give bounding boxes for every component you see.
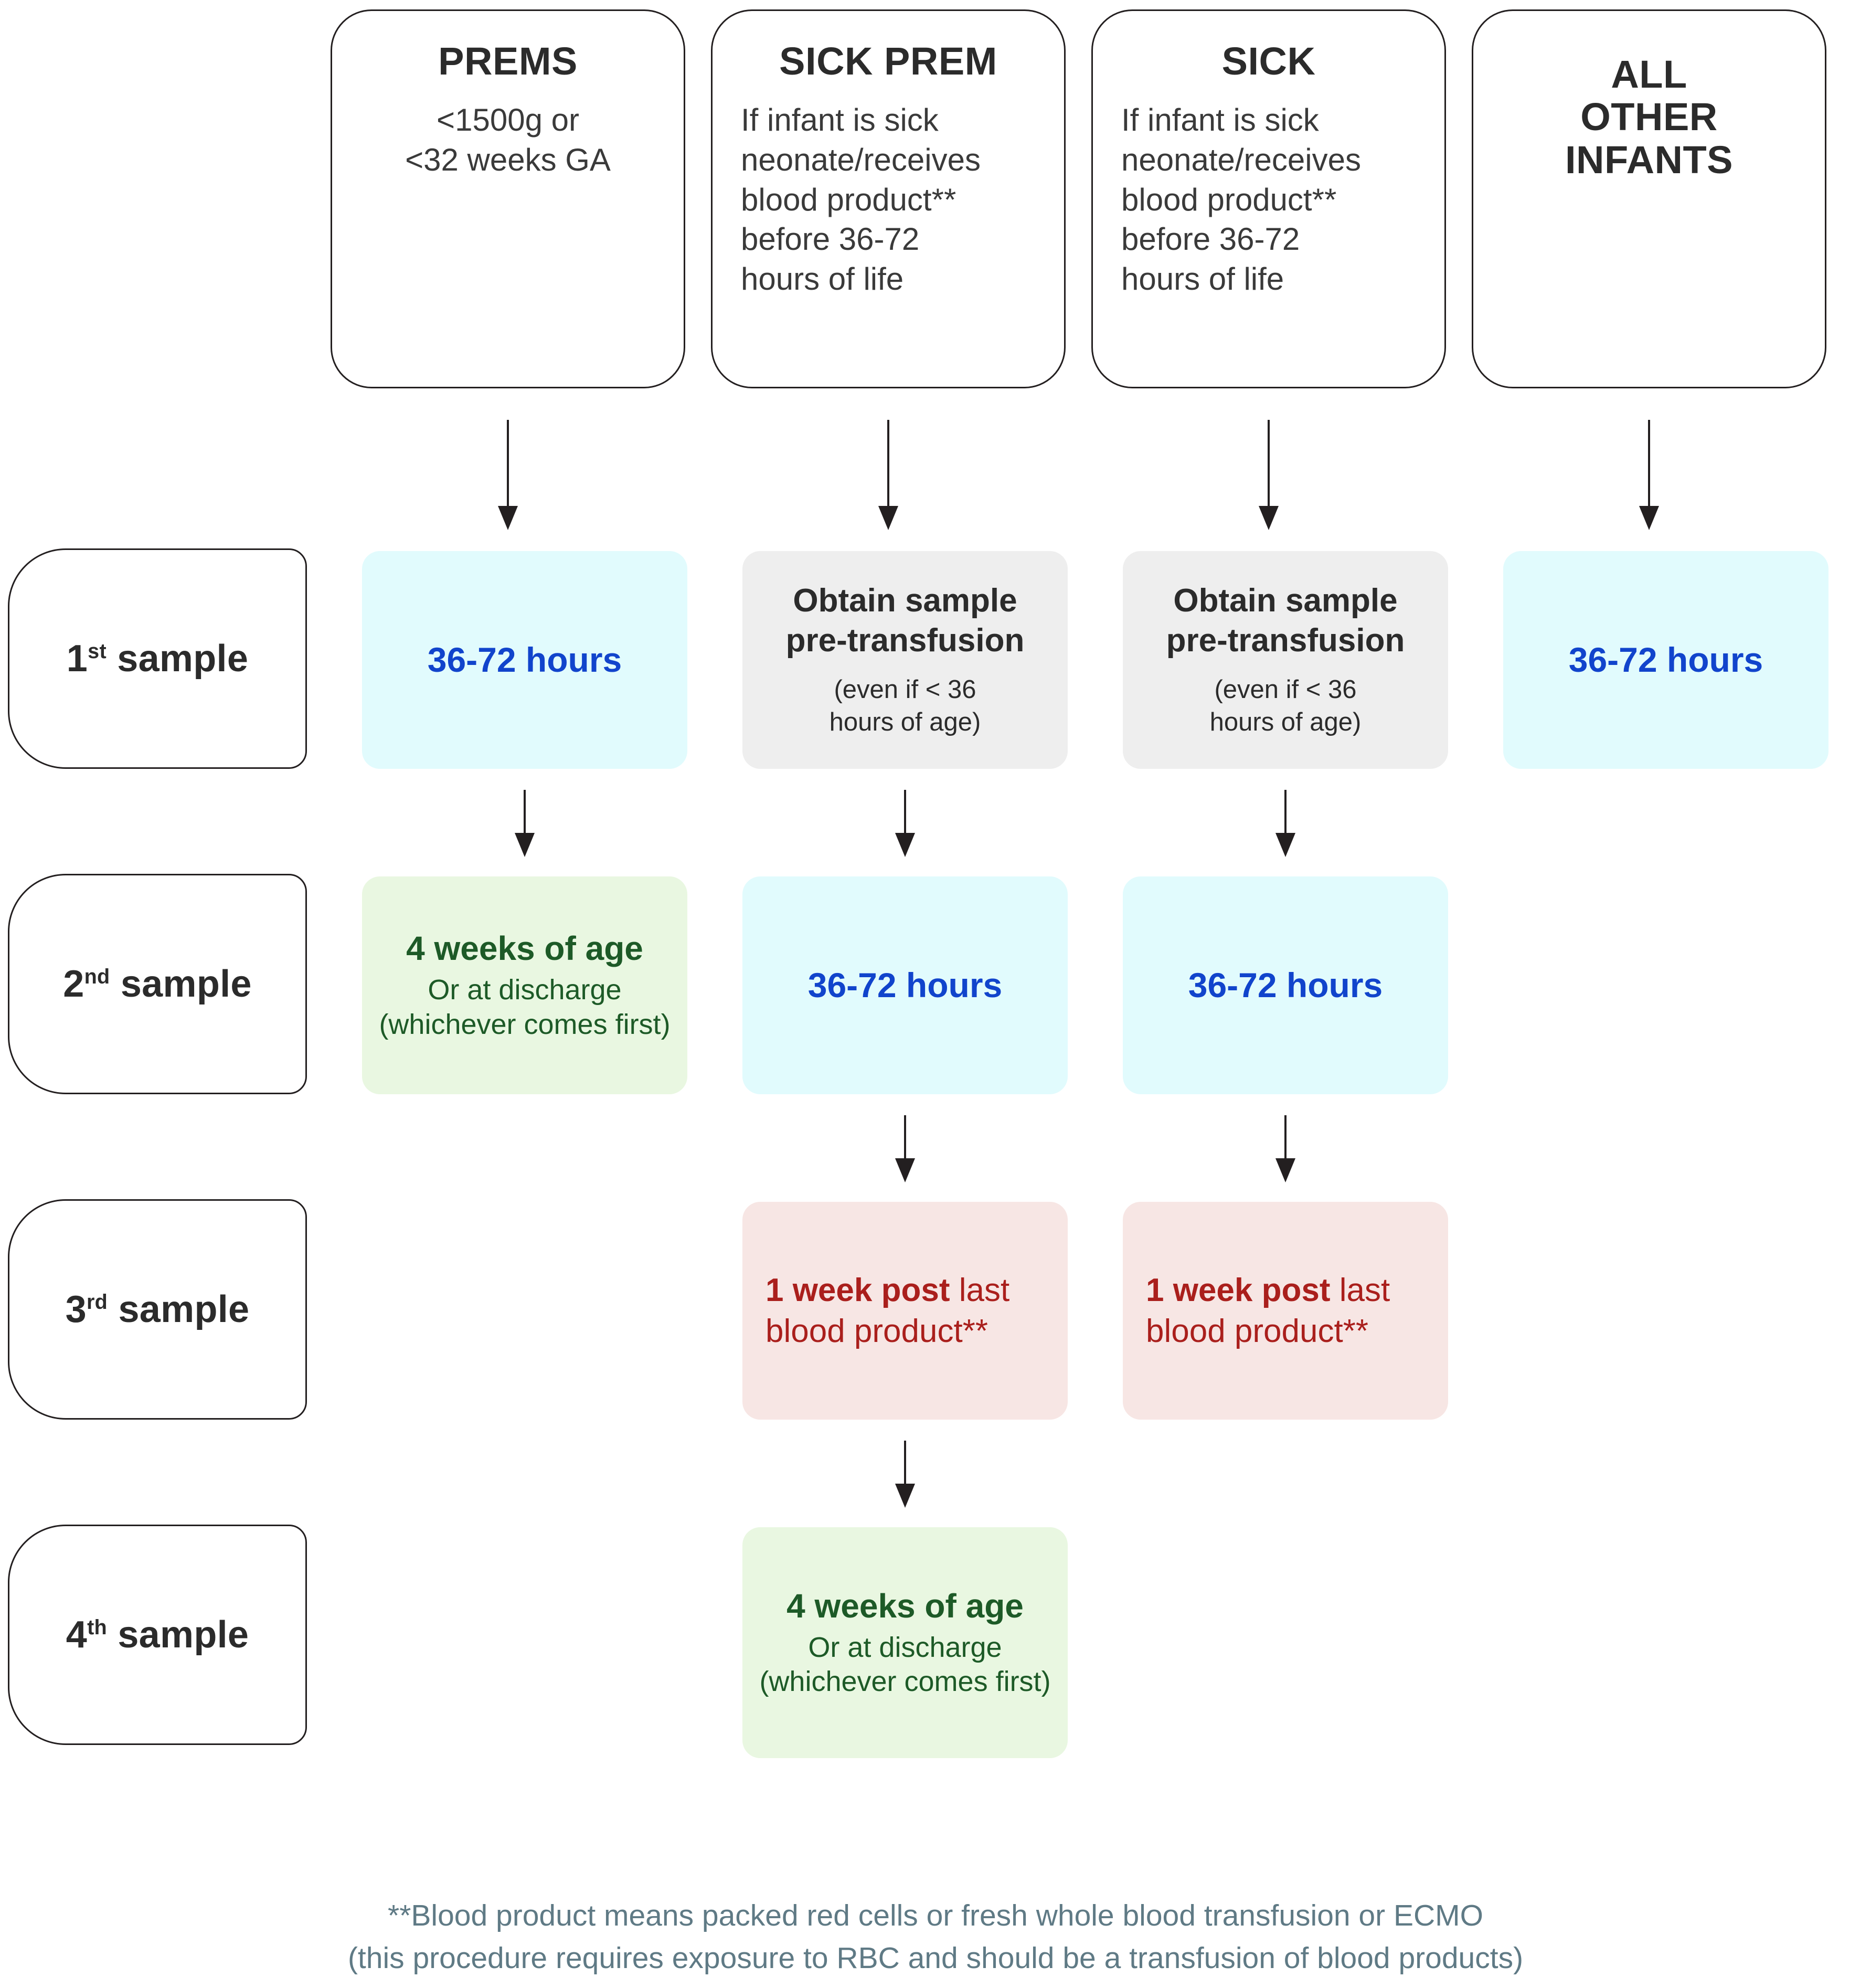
arrow-prems-sample1-to-sample2 (483, 790, 567, 857)
card-sickprem-sample3-text: 1 week post last blood product** (766, 1270, 1052, 1351)
card-sick-sample2[interactable]: 36-72 hours (1123, 876, 1448, 1094)
card-prems-sample2-sub: Or at discharge (whichever comes first) (379, 974, 671, 1040)
card-sickprem-sample3-bold: 1 week post (766, 1272, 950, 1308)
card-sickprem-sample1[interactable]: Obtain sample pre-transfusion (even if <… (742, 551, 1068, 769)
card-sickprem-sample3[interactable]: 1 week post last blood product** (742, 1202, 1068, 1420)
arrow-sick-sample1-to-sample2 (1243, 790, 1327, 857)
card-sickprem-sample3-line2: blood product** (766, 1313, 988, 1349)
card-sickprem-sample4-title: 4 weeks of age (786, 1587, 1024, 1625)
category-subtitle-sick-prem: If infant is sick neonate/receives blood… (741, 102, 981, 297)
category-title-prems: PREMS (438, 39, 578, 83)
sample-row-label-4-text: 4th sample (66, 1614, 249, 1656)
card-sickprem-sample1-sub: (even if < 36 hours of age) (829, 675, 981, 737)
sample-row-label-2-text: 2nd sample (63, 963, 252, 1005)
arrow-prems-to-sample1 (466, 420, 550, 530)
arrow-sickprem-sample3-to-sample4 (863, 1441, 947, 1508)
card-prems-sample1-text: 36-72 hours (427, 640, 622, 679)
arrow-sickprem-to-sample1 (846, 420, 930, 530)
category-title-sick: SICK (1221, 39, 1316, 83)
card-allother-sample1[interactable]: 36-72 hours (1503, 551, 1829, 769)
arrow-sickprem-sample2-to-sample3 (863, 1115, 947, 1182)
category-box-sick-prem[interactable]: SICK PREM If infant is sick neonate/rece… (711, 9, 1066, 388)
card-sickprem-sample2-text: 36-72 hours (807, 965, 1003, 1004)
card-sickprem-sample3-rest: last (950, 1272, 1010, 1308)
card-sickprem-sample1-title: Obtain sample pre-transfusion (785, 583, 1025, 659)
arrow-sick-to-sample1 (1227, 420, 1311, 530)
card-sick-sample3-bold: 1 week post (1146, 1272, 1331, 1308)
card-sickprem-sample4-sub: Or at discharge (whichever comes first) (759, 1631, 1051, 1698)
category-title-sick-prem: SICK PREM (779, 39, 997, 83)
footnote-blood-product: **Blood product means packed red cells o… (347, 1899, 1524, 1975)
category-box-all-other-infants[interactable]: ALL OTHER INFANTS (1472, 9, 1826, 388)
card-prems-sample2-title: 4 weeks of age (406, 929, 643, 968)
card-sick-sample3-text: 1 week post last blood product** (1146, 1270, 1432, 1351)
category-title-all-other-infants: ALL OTHER INFANTS (1565, 52, 1734, 182)
card-sick-sample2-text: 36-72 hours (1188, 965, 1383, 1004)
category-subtitle-sick: If infant is sick neonate/receives blood… (1121, 102, 1361, 297)
card-sickprem-sample2[interactable]: 36-72 hours (742, 876, 1068, 1094)
category-subtitle-prems: <1500g or <32 weeks GA (405, 102, 611, 177)
category-box-prems[interactable]: PREMS <1500g or <32 weeks GA (331, 9, 685, 388)
sample-row-label-3[interactable]: 3rd sample (8, 1199, 307, 1420)
sample-row-label-1[interactable]: 1st sample (8, 548, 307, 769)
card-sick-sample1-sub: (even if < 36 hours of age) (1209, 675, 1362, 737)
category-box-sick[interactable]: SICK If infant is sick neonate/receives … (1091, 9, 1446, 388)
sample-row-label-2[interactable]: 2nd sample (8, 874, 307, 1094)
arrow-allother-to-sample1 (1607, 420, 1691, 530)
arrow-sickprem-sample1-to-sample2 (863, 790, 947, 857)
card-sick-sample1[interactable]: Obtain sample pre-transfusion (even if <… (1123, 551, 1448, 769)
card-sick-sample1-title: Obtain sample pre-transfusion (1166, 583, 1405, 659)
sample-row-label-3-text: 3rd sample (65, 1288, 250, 1330)
card-prems-sample2[interactable]: 4 weeks of age Or at discharge (whicheve… (362, 876, 687, 1094)
card-sick-sample3-line2: blood product** (1146, 1313, 1368, 1349)
card-allother-sample1-text: 36-72 hours (1568, 640, 1763, 679)
sample-row-label-4[interactable]: 4th sample (8, 1525, 307, 1745)
sample-row-label-1-text: 1st sample (66, 638, 249, 680)
card-sick-sample3[interactable]: 1 week post last blood product** (1123, 1202, 1448, 1420)
card-sick-sample3-rest: last (1330, 1272, 1390, 1308)
arrow-sick-sample2-to-sample3 (1243, 1115, 1327, 1182)
card-prems-sample1[interactable]: 36-72 hours (362, 551, 687, 769)
card-sickprem-sample4[interactable]: 4 weeks of age Or at discharge (whicheve… (742, 1527, 1068, 1758)
